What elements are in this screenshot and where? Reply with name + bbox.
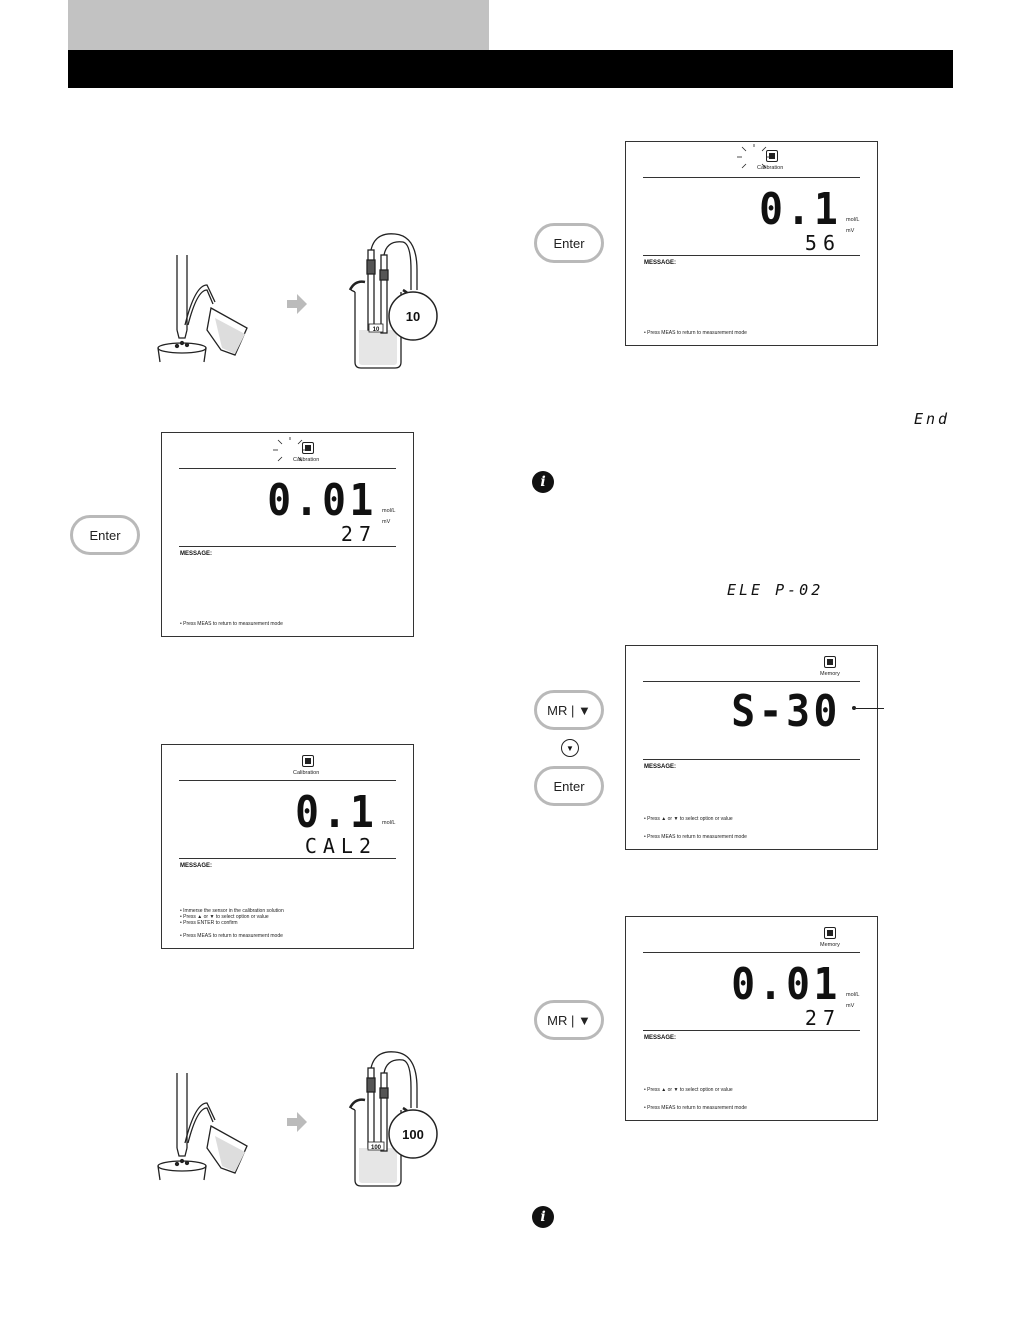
solution-tag-text: 100 [402, 1127, 424, 1142]
message-note-3: • Press ENTER to confirm [180, 920, 238, 926]
message-note-1: • Immerse the sensor in the calibration … [180, 908, 284, 914]
mr-down-button[interactable]: MR | ▼ [534, 690, 604, 730]
beaker-label: 10 [373, 327, 380, 333]
solution-tag-text: 10 [406, 309, 420, 324]
message-note: • Press MEAS to return to measurement mo… [180, 621, 283, 627]
main-reading: S-30 [731, 686, 841, 737]
unit-main: mol/L [846, 217, 860, 223]
message-note-4: • Press MEAS to return to measurement mo… [180, 933, 283, 939]
secondary-reading: CAL2 [304, 834, 377, 858]
unit-main: mol/L [382, 820, 396, 826]
info-icon: i [532, 471, 554, 493]
solution-tag-circle [388, 291, 438, 341]
icon-label: Calibration [293, 457, 320, 463]
icon-label: Calibration [757, 165, 784, 171]
message-label: MESSAGE: [644, 1035, 677, 1041]
enter-button[interactable]: Enter [534, 766, 604, 806]
rinse-illustration-2: 100 100 [157, 1051, 438, 1187]
callout-dot [852, 706, 856, 710]
calibration-icon [302, 442, 314, 454]
message-note: • Press MEAS to return to measurement mo… [644, 330, 747, 336]
calibration-icon [302, 755, 314, 767]
rinse-illustration-1: 10 10 [157, 233, 438, 369]
message-note-1: • Press ▲ or ▼ to select option or value [644, 816, 733, 822]
lcd-screen-4: Memory S-30 MESSAGE: • Press ▲ or ▼ to s… [625, 645, 878, 850]
header-tab [68, 0, 489, 50]
enter-button[interactable]: Enter [534, 223, 604, 263]
main-reading: 0.01 [731, 959, 841, 1010]
wash-bottle-icon [184, 284, 248, 356]
mr-down-button[interactable]: MR | ▼ [534, 1000, 604, 1040]
calibration-icon [766, 150, 778, 162]
secondary-reading: 27 [340, 522, 377, 546]
unit-secondary: mV [846, 1003, 855, 1009]
solution-tag-circle [388, 1109, 438, 1159]
unit-main: mol/L [382, 508, 396, 514]
lcd-screen-2: Calibration 0.1 mol/L CAL2 MESSAGE: • Im… [161, 744, 414, 949]
enter-button[interactable]: Enter [70, 515, 140, 555]
main-reading: 0.01 [267, 475, 377, 526]
ele-display-text: ELE P-02 [727, 581, 824, 599]
unit-main: mol/L [846, 992, 860, 998]
down-arrow-icon: ▼ [561, 739, 579, 757]
message-note-2: • Press MEAS to return to measurement mo… [644, 1105, 747, 1111]
main-reading: 0.1 [294, 787, 377, 838]
icon-label: Memory [820, 942, 840, 948]
message-note-2: • Press MEAS to return to measurement mo… [644, 834, 747, 840]
message-label: MESSAGE: [644, 260, 677, 266]
message-note-2: • Press ▲ or ▼ to select option or value [180, 914, 269, 920]
unit-secondary: mV [382, 519, 391, 525]
lcd-screen-3: Calibration 0.1 mol/L mV 56 MESSAGE: • P… [625, 141, 878, 346]
message-label: MESSAGE: [180, 863, 213, 869]
callout-line [856, 708, 884, 709]
message-label: MESSAGE: [180, 551, 213, 557]
secondary-reading: 56 [804, 231, 841, 255]
arrow-right-icon [287, 294, 307, 314]
memory-icon [824, 927, 836, 939]
header-bar [68, 50, 953, 88]
rinse-probe-icon [157, 1073, 207, 1181]
lcd-screen-1: Calibration 0.01 mol/L mV 27 MESSAGE: • … [161, 432, 414, 637]
icon-label: Memory [820, 671, 840, 677]
arrow-right-icon [287, 1112, 307, 1132]
wash-bottle-icon [184, 1102, 248, 1174]
info-icon: i [532, 1206, 554, 1228]
memory-icon [824, 656, 836, 668]
rinse-probe-icon [157, 255, 207, 363]
unit-secondary: mV [846, 228, 855, 234]
beaker-probes-icon [348, 1051, 418, 1187]
main-reading: 0.1 [758, 184, 841, 235]
secondary-reading: 27 [804, 1006, 841, 1030]
lcd-screen-5: Memory 0.01 mol/L mV 27 MESSAGE: • Press… [625, 916, 878, 1121]
beaker-label: 100 [371, 1145, 382, 1151]
end-display-text: End [914, 410, 951, 428]
icon-label: Calibration [293, 770, 320, 776]
message-note-1: • Press ▲ or ▼ to select option or value [644, 1087, 733, 1093]
message-label: MESSAGE: [644, 764, 677, 770]
